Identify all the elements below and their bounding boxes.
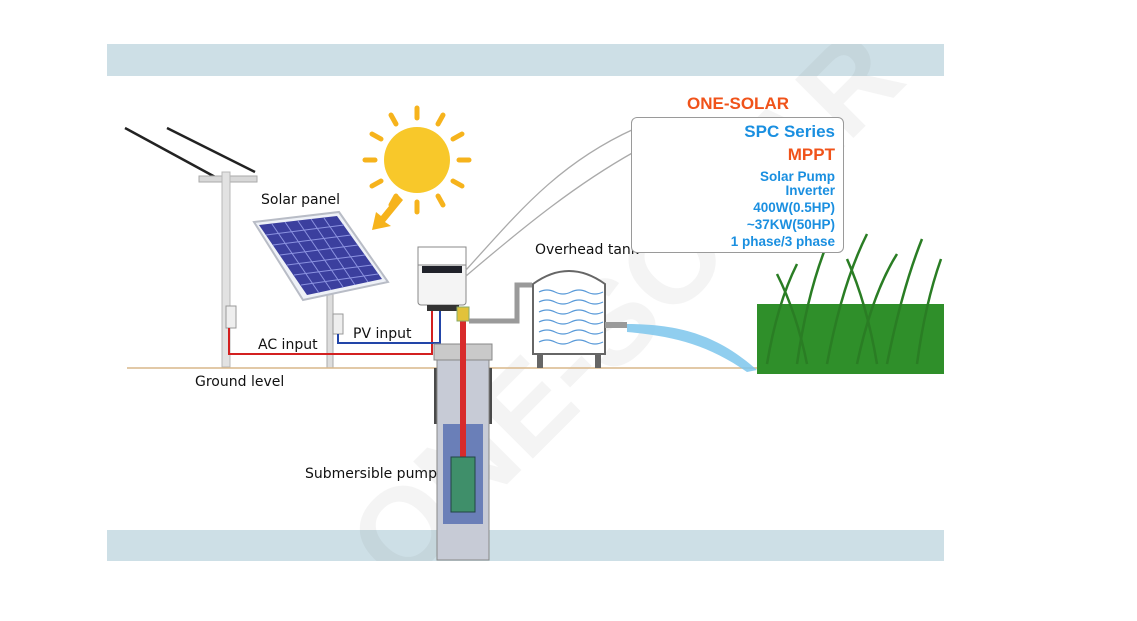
- product-phase: 1 phase/3 phase: [730, 234, 835, 249]
- borehole: [433, 306, 493, 561]
- ground-level-label: Ground level: [195, 374, 285, 390]
- brand-name: ONE-SOLAR: [687, 94, 789, 113]
- product-range-1: 400W(0.5HP): [753, 200, 835, 215]
- grass-field: [757, 233, 944, 374]
- product-callout: SPC Series MPPT Solar Pump Inverter 400W…: [631, 117, 844, 253]
- utility-pole: [198, 171, 258, 368]
- ac-input-label: AC input: [258, 337, 318, 353]
- submersible-pump-label: Submersible pump: [305, 466, 437, 482]
- ac-wire: [228, 306, 433, 355]
- supply-pipe: [469, 282, 532, 324]
- pv-wire: [337, 306, 441, 344]
- solar-panel: [252, 210, 390, 369]
- sun: [362, 105, 472, 215]
- outlet-pipe: [605, 322, 627, 328]
- product-desc-2: Inverter: [785, 183, 835, 198]
- sunlight-arrow: [372, 195, 403, 230]
- product-mppt: MPPT: [787, 145, 835, 164]
- inverter-small: [417, 246, 467, 311]
- solar-panel-label: Solar panel: [261, 192, 340, 208]
- power-lines: [124, 126, 256, 180]
- product-series: SPC Series: [744, 122, 835, 141]
- callout-lines: [465, 128, 635, 277]
- top-band: [107, 44, 944, 76]
- pv-input-label: PV input: [353, 326, 412, 342]
- product-desc-1: Solar Pump: [759, 169, 835, 184]
- overhead-tank: [532, 270, 606, 368]
- product-range-2: ~37KW(50HP): [746, 217, 835, 232]
- overhead-tank-label: Overhead tank: [535, 242, 639, 258]
- water-jet: [627, 324, 757, 372]
- diagram-frame: ONE-SOLAR: [107, 44, 944, 561]
- bottom-band: [107, 530, 944, 561]
